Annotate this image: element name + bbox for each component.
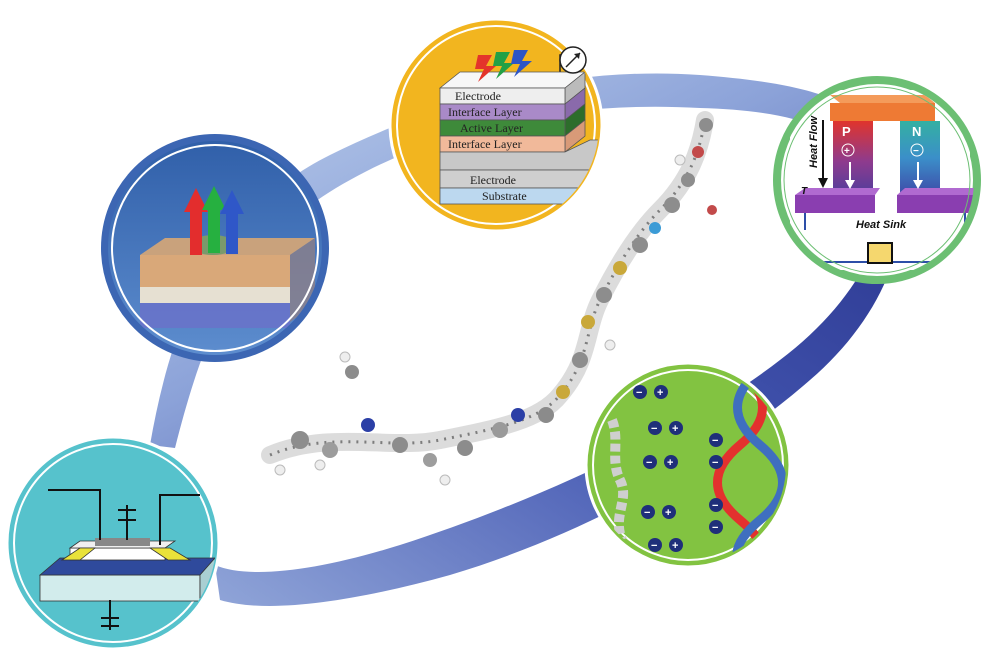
solar-layer-3: Interface Layer [439,119,586,153]
svg-text:Substrate: Substrate [482,189,527,203]
meter-icon [559,46,587,74]
temperature-label: T [801,186,808,197]
svg-text:−: − [712,457,718,469]
svg-text:−: − [712,435,718,447]
svg-text:−: − [651,423,657,435]
svg-text:−: − [712,500,718,512]
transistor-circle [5,435,221,651]
svg-text:+: + [657,387,663,399]
svg-text:Electrode: Electrode [455,89,501,103]
molecule-chain [261,111,717,486]
svg-text:Electrode: Electrode [470,173,516,187]
solar-layer-0: Electrode [438,71,587,105]
svg-text:−: − [646,457,652,469]
ribbon-ring [150,73,904,606]
svg-text:−: − [651,540,657,552]
svg-text:+: + [672,423,678,435]
n-type-label: N [912,124,921,139]
svg-text:+: + [665,507,671,519]
thermoelectric-circle: P N + − Heat Flow Heat Sink T [773,76,981,284]
rgb-light-arrows-icon [184,186,244,255]
solar-layer-2: Active Layer [439,103,586,137]
svg-text:−: − [644,507,650,519]
bio-sensor-circle: − + − + − + − + − + − − − − [584,361,792,569]
plus-symbol: + [844,146,850,157]
lightning-bolts-icon [475,50,532,82]
svg-text:Active Layer: Active Layer [460,121,523,135]
ion-markers: − + − + − + − + − + − − − − [633,385,723,552]
svg-text:−: − [712,522,718,534]
heat-sink-label: Heat Sink [856,219,907,231]
minus-symbol: − [913,146,919,157]
p-type-label: P [842,124,851,139]
svg-text:Interface Layer: Interface Layer [448,137,522,151]
heat-flow-label: Heat Flow [808,115,820,168]
led-device-circle [101,134,329,362]
solar-cell-circle: Electrode Interface Layer Active Layer I… [388,17,604,233]
svg-text:−: − [636,387,642,399]
svg-text:+: + [667,457,673,469]
svg-text:Interface Layer: Interface Layer [448,105,522,119]
svg-text:+: + [672,540,678,552]
solar-layer-1: Interface Layer [439,87,586,121]
